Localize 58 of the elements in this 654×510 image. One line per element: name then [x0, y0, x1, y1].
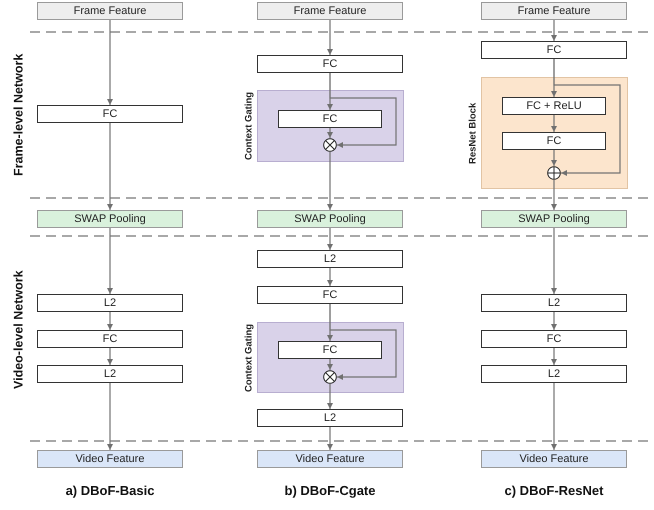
arrow [551, 228, 557, 294]
layer-box: L2 [257, 409, 403, 427]
arrow [327, 128, 333, 138]
arrow [107, 348, 113, 365]
layer-box: L2 [481, 294, 627, 312]
arrow [327, 268, 333, 286]
input-box: Frame Feature [481, 2, 627, 20]
group-heading: ResNet Block [467, 101, 479, 166]
arrow [327, 20, 333, 55]
pooling-box: SWAP Pooling [481, 210, 627, 228]
arrow [327, 152, 333, 210]
input-box: Frame Feature [37, 2, 183, 20]
layer-box: FC [278, 110, 382, 128]
arrow [107, 228, 113, 294]
arrow [107, 123, 113, 210]
output-box: Video Feature [257, 450, 403, 468]
input-box: Frame Feature [257, 2, 403, 20]
arrow [327, 359, 333, 370]
layer-box: FC [37, 330, 183, 348]
layer-box: FC [481, 41, 627, 59]
caption: b) DBoF-Cgate [284, 484, 376, 497]
layer-box: FC [37, 105, 183, 123]
arrow [551, 20, 557, 41]
layer-box: FC [257, 286, 403, 304]
arrow [329, 73, 397, 148]
group-heading: Context Gating [243, 90, 255, 162]
layer-box: FC + ReLU [502, 97, 606, 115]
layer-box: L2 [37, 294, 183, 312]
output-box: Video Feature [37, 450, 183, 468]
pooling-box: SWAP Pooling [37, 210, 183, 228]
layer-box: L2 [37, 365, 183, 383]
arrow [107, 20, 113, 105]
arrow [327, 228, 333, 250]
section-label: Frame-level Network [11, 52, 26, 178]
section-label: Video-level Network [11, 270, 26, 392]
caption: c) DBoF-ResNet [504, 484, 604, 497]
output-box: Video Feature [481, 450, 627, 468]
arrow [327, 427, 333, 450]
arrow [551, 348, 557, 365]
arrow [327, 384, 333, 409]
pooling-box: SWAP Pooling [257, 210, 403, 228]
arrow [107, 383, 113, 450]
layer-box: FC [481, 330, 627, 348]
arrow [329, 304, 397, 380]
arrow [551, 180, 557, 210]
arrow [551, 312, 557, 330]
layer-box: L2 [257, 250, 403, 268]
arrow [553, 59, 621, 176]
arrow [551, 115, 557, 132]
group-heading: Context Gating [243, 322, 255, 393]
caption: a) DBoF-Basic [66, 484, 154, 497]
layer-box: L2 [481, 365, 627, 383]
layer-box: FC [257, 55, 403, 73]
arrow [551, 150, 557, 166]
arrow [107, 312, 113, 330]
layer-box: FC [278, 341, 382, 359]
layer-box: FC [502, 132, 606, 150]
arrow [551, 383, 557, 450]
